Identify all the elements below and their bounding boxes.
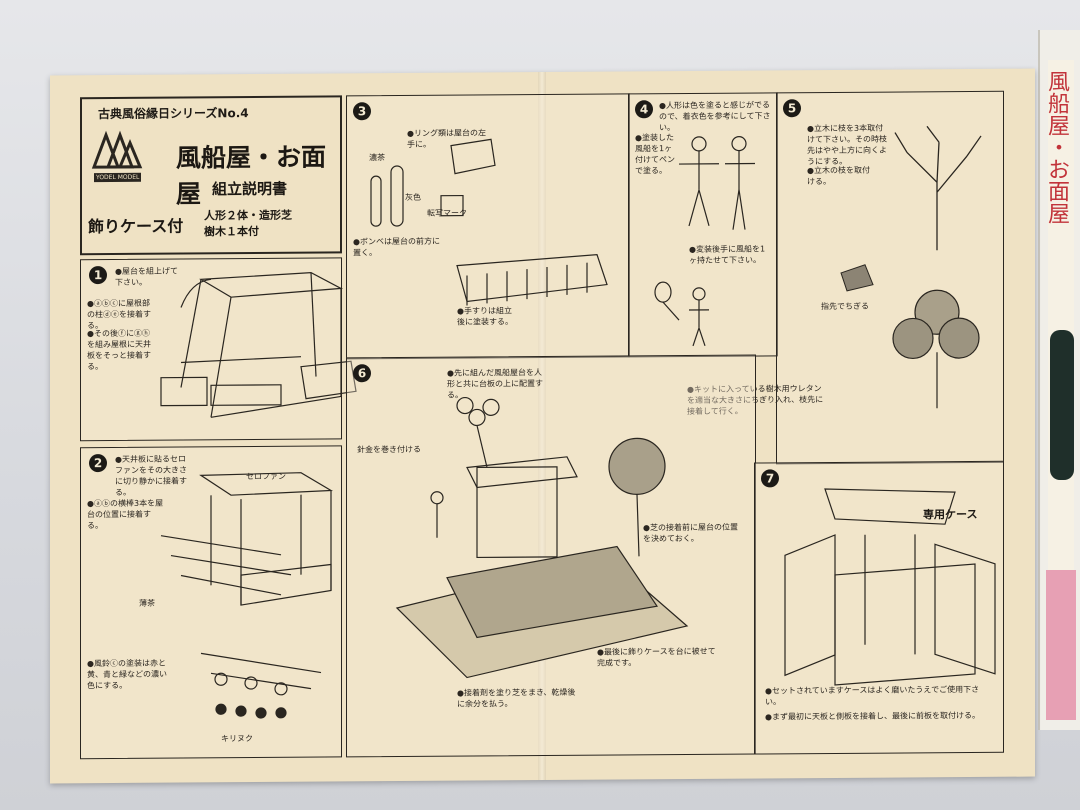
- step-note: ●人形は色を塗ると感じがでるので、着衣色を参考にして下さい。: [659, 100, 771, 133]
- step-number: 5: [783, 99, 801, 118]
- cutout-label: キリヌク: [221, 734, 253, 744]
- box-label-strip: [1048, 60, 1074, 580]
- step-note: ●変装後手に風船を1ヶ持たせて下さい。: [689, 244, 766, 265]
- step-number: 1: [89, 266, 107, 285]
- box-title-vertical: 風船屋・お面屋: [1044, 70, 1069, 224]
- brand-logo: [91, 130, 143, 169]
- step-number: 3: [353, 102, 371, 121]
- step-3-panel: 3 ●リング類は屋台の左手に。 ●ボンベは屋台の前方に置く。 ●手すりは組立後に…: [346, 93, 630, 360]
- stall-frame-illustration: [160, 272, 357, 418]
- title-block: 古典風俗縁日シリーズNo.4 YODEL MODEL 風船屋・お面屋 組立説明書…: [80, 95, 342, 256]
- step-note: ●セットされていますケースはよく磨いたうえでご使用下さい。: [765, 684, 980, 707]
- instruction-sheet: 古典風俗縁日シリーズNo.4 YODEL MODEL 風船屋・お面屋 組立説明書…: [50, 68, 1035, 784]
- figure-child-illustration: [654, 281, 709, 347]
- step-note: ●ⓐⓑの横棒3本を屋台の位置に接着する。: [87, 498, 164, 531]
- subtitle: 組立説明書: [212, 179, 288, 199]
- gas-cylinder-illustration: [370, 138, 496, 227]
- step-note: ●風鈴ⓒの塗装は赤と黄、青と緑などの濃い色にする。: [87, 658, 167, 691]
- step-note: ●その後ⓕにⓖⓗを組み屋根に天井板をそっと接着する。: [87, 328, 151, 372]
- bare-tree-illustration: [894, 125, 982, 251]
- display-case-illustration: [784, 488, 996, 686]
- diorama-scene-illustration: [395, 396, 689, 679]
- decoration-case-label: 飾りケース付: [88, 216, 184, 237]
- step-note: ●塗装した風船を1ヶ付けてペンで塗る。: [635, 133, 675, 176]
- series-title: 古典風俗縁日シリーズNo.4: [98, 106, 249, 122]
- contents-line-1: 人形２体・造形芝: [204, 208, 292, 223]
- wind-chime-illustration: [200, 652, 322, 719]
- step-6-panel: 6 ●先に組んだ風船屋台を人形と共に台板の上に配置する。 針金を巻き付ける ●芝…: [346, 354, 756, 758]
- step-note: ●立木に枝を3本取付けて下さい。その時枝先はやや上方に向くようにする。: [807, 123, 887, 167]
- box-dark-band: [1050, 330, 1074, 480]
- roof-assembly-illustration: [160, 472, 334, 606]
- leafy-tree-illustration: [892, 289, 980, 409]
- step-5-panel: 5 ●立木に枝を3本取付けて下さい。その時枝先はやや上方に向くようにする。 ●立…: [687, 90, 1004, 465]
- box-pink-band: [1046, 570, 1076, 720]
- railing-illustration: [456, 253, 608, 306]
- step-note: ●まず最初に天板と側板を接着し、最後に前板を取付ける。: [765, 710, 980, 722]
- main-title: 風船屋・お面屋: [176, 142, 327, 209]
- color-label: 薄茶: [139, 598, 155, 608]
- step-number: 4: [635, 100, 653, 119]
- step-7-panel: 7 専用ケース ●セットされていますケースはよく磨いたうえでご使用下さい。 ●ま…: [754, 460, 1004, 755]
- step-2-panel: 2 ●天井板に貼るセロファンをその大きさに切り静かに接着する。 ●ⓐⓑの横棒3本…: [80, 445, 342, 760]
- step-note: ●接着剤を塗り芝をまき、乾燥後に余分を払う。: [457, 687, 576, 709]
- step-1-panel: 1 ●屋台を組上げて下さい。 ●ⓐⓑⓒに屋根部の柱ⓓⓔを接着する。 ●その後ⓕに…: [80, 257, 357, 442]
- step-4-panel: 4 ●人形は色を塗ると感じがでるので、着衣色を参考にして下さい。 ●塗装した風船…: [628, 92, 778, 358]
- step-number: 2: [89, 454, 107, 473]
- step-note: ●立木の枝を取付ける。: [807, 165, 870, 187]
- sponge-piece-illustration: [840, 264, 874, 292]
- brand-name: YODEL MODEL: [94, 172, 142, 183]
- product-box-edge: 風船屋・お面屋: [1038, 30, 1080, 730]
- step-note: ●ⓐⓑⓒに屋根部の柱ⓓⓔを接着する。: [87, 298, 151, 331]
- tear-label: 指先でちぎる: [821, 301, 869, 312]
- contents-line-2: 樹木１本付: [204, 224, 259, 239]
- figure-vendor-illustration: [679, 136, 755, 230]
